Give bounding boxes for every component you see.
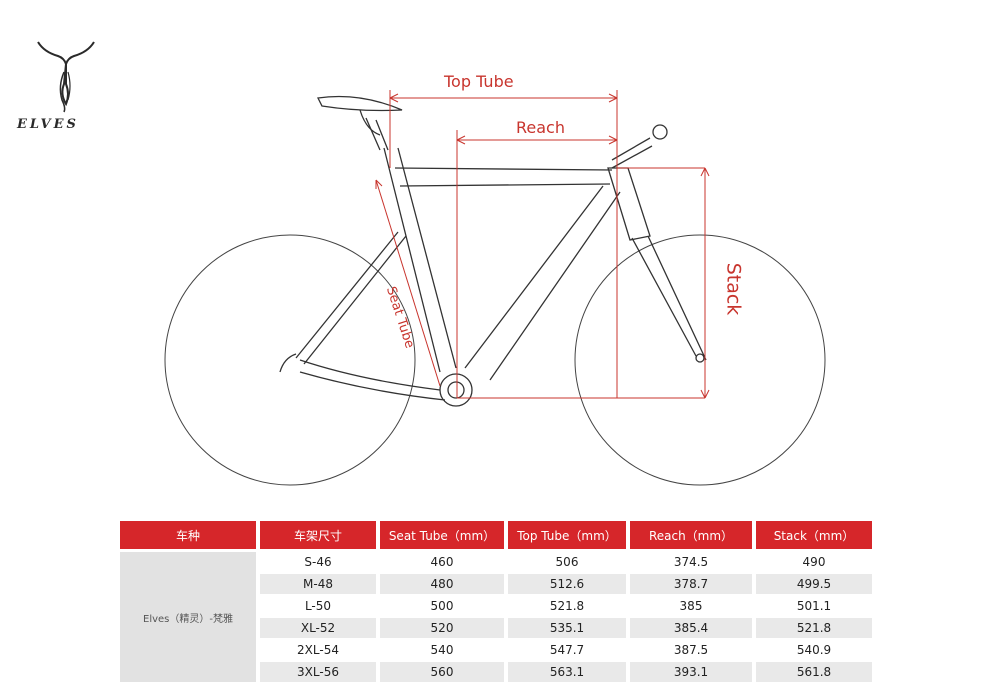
front-wheel: [574, 234, 826, 486]
geometry-table: 车种 车架尺寸 Seat Tube（mm） Top Tube（mm） Reach…: [120, 521, 872, 684]
reach-label: Reach: [516, 118, 565, 137]
stack-cell: 501.1: [756, 596, 872, 618]
dimension-lines: [375, 90, 710, 399]
size-cell: 2XL-54: [260, 640, 380, 662]
size-cell: M-48: [260, 574, 380, 596]
seat-tube-cell: 460: [380, 552, 508, 574]
size-cell: S-46: [260, 552, 380, 574]
reach-cell: 393.1: [630, 662, 756, 684]
header-reach: Reach（mm）: [630, 521, 756, 552]
seat-tube-cell: 560: [380, 662, 508, 684]
size-cell: L-50: [260, 596, 380, 618]
stack-cell: 490: [756, 552, 872, 574]
header-stack: Stack（mm）: [756, 521, 872, 552]
stack-cell: 561.8: [756, 662, 872, 684]
rear-wheel: [164, 234, 416, 486]
table-row: L-50 500 521.8 385 501.1: [120, 596, 872, 618]
table-row: 3XL-56 560 563.1 393.1 561.8: [120, 662, 872, 684]
seat-tube-dimension: [375, 179, 441, 387]
reach-cell: 387.5: [630, 640, 756, 662]
header-model: 车种: [120, 521, 260, 552]
reach-cell: 385.4: [630, 618, 756, 640]
size-cell: 3XL-56: [260, 662, 380, 684]
stack-cell: 540.9: [756, 640, 872, 662]
top-tube-cell: 521.8: [508, 596, 630, 618]
antler-logo-icon: [37, 41, 95, 113]
bike-geometry-diagram: [164, 90, 826, 486]
top-tube-cell: 563.1: [508, 662, 630, 684]
reach-cell: 385: [630, 596, 756, 618]
table-row: 2XL-54 540 547.7 387.5 540.9: [120, 640, 872, 662]
size-cell: XL-52: [260, 618, 380, 640]
stack-cell: 499.5: [756, 574, 872, 596]
table-row: Elves（精灵）-梵雅 S-46 460 506 374.5 490: [120, 552, 872, 684]
bike-frame: [279, 95, 707, 407]
brand-name: ELVES: [17, 117, 79, 132]
seat-tube-cell: 480: [380, 574, 508, 596]
seat-tube-cell: 520: [380, 618, 508, 640]
seat-tube-cell: 540: [380, 640, 508, 662]
table-header-row: 车种 车架尺寸 Seat Tube（mm） Top Tube（mm） Reach…: [120, 521, 872, 552]
reach-cell: 374.5: [630, 552, 756, 574]
table-row: XL-52 520 535.1 385.4 521.8: [120, 618, 872, 640]
stack-cell: 521.8: [756, 618, 872, 640]
top-tube-cell: 512.6: [508, 574, 630, 596]
header-size: 车架尺寸: [260, 521, 380, 552]
top-tube-cell: 506: [508, 552, 630, 574]
table-row: M-48 480 512.6 378.7 499.5: [120, 574, 872, 596]
header-seat-tube: Seat Tube（mm）: [380, 521, 508, 552]
header-top-tube: Top Tube（mm）: [508, 521, 630, 552]
top-tube-cell: 547.7: [508, 640, 630, 662]
top-tube-cell: 535.1: [508, 618, 630, 640]
model-name: Elves（精灵）-梵雅: [120, 552, 260, 684]
reach-cell: 378.7: [630, 574, 756, 596]
stack-label: Stack: [722, 262, 745, 316]
seat-tube-cell: 500: [380, 596, 508, 618]
top-tube-label: Top Tube: [444, 72, 514, 91]
